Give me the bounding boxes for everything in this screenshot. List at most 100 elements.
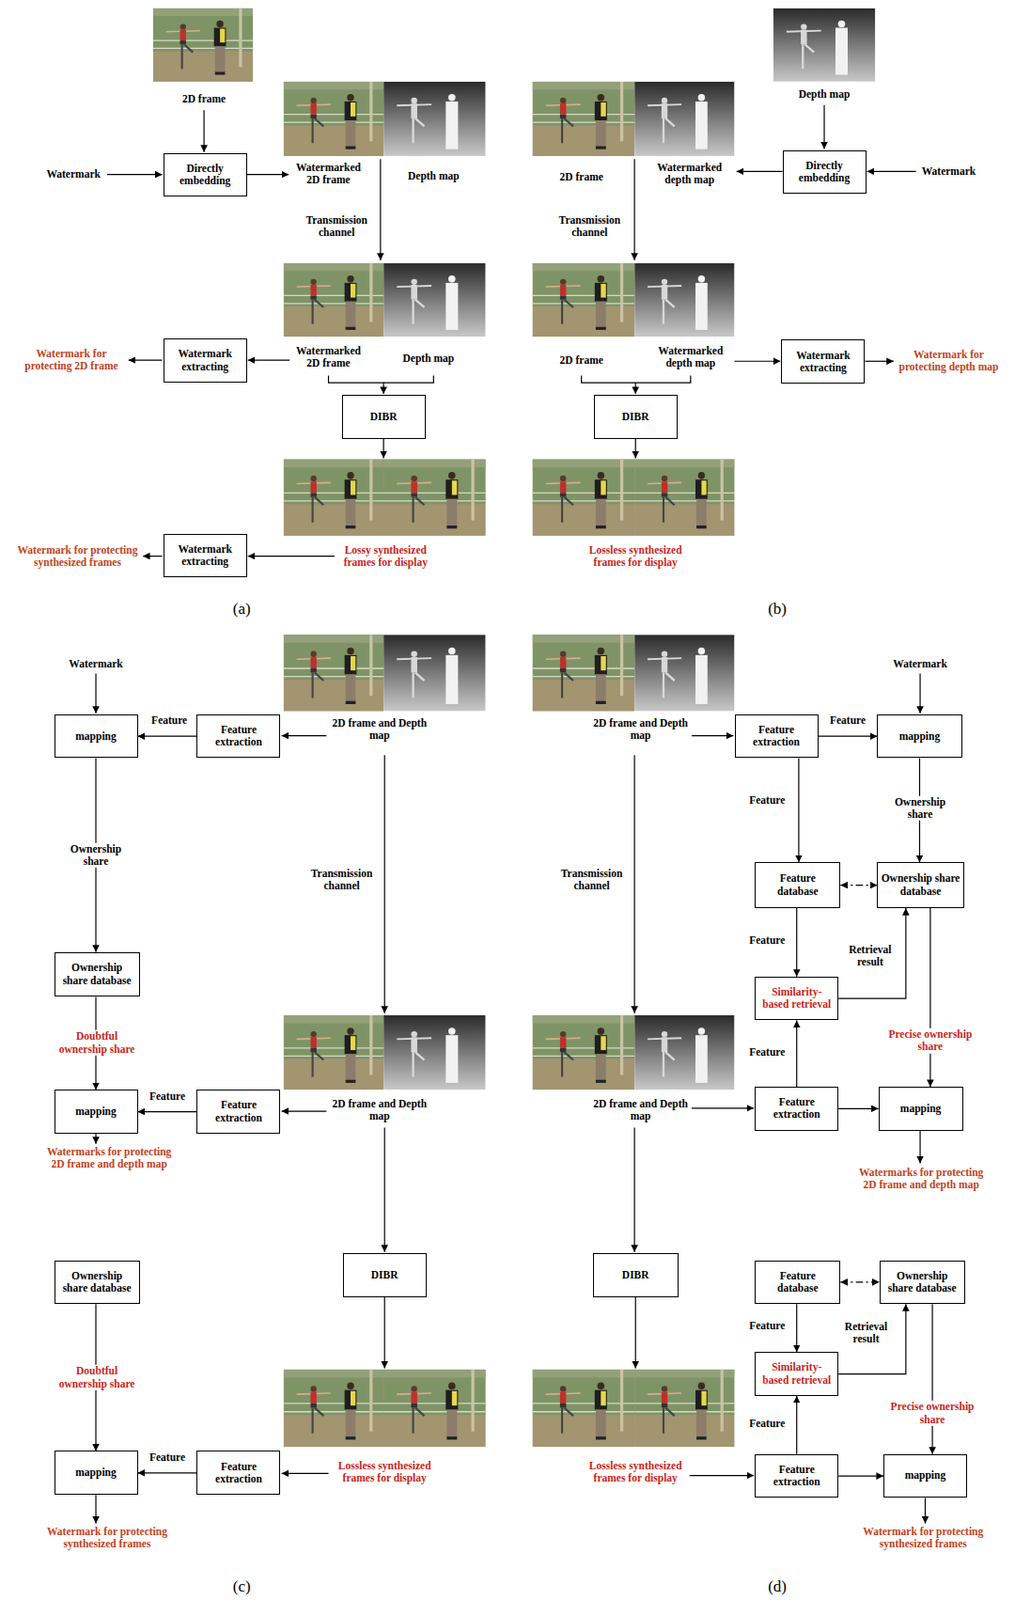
annotation-label: Watermark for protecting synthesized fra… bbox=[14, 543, 141, 568]
video-frame bbox=[532, 634, 636, 711]
depth-map-image bbox=[634, 634, 734, 711]
video-frame bbox=[634, 1369, 734, 1447]
box-text: Watermark extracting bbox=[167, 543, 244, 568]
edge-label: Feature bbox=[748, 1046, 786, 1060]
edge-label: Feature bbox=[748, 1418, 786, 1431]
box-text: Feature extraction bbox=[200, 723, 277, 749]
depth-map-image bbox=[383, 263, 486, 337]
box-text: DIBR bbox=[346, 1268, 423, 1281]
annotation-label: Transmission channel bbox=[300, 214, 373, 239]
annotation-label: Depth map bbox=[407, 170, 460, 183]
annotation-label: 2D frame bbox=[560, 355, 604, 368]
edge-label: Retrieval result bbox=[841, 943, 900, 969]
flow-arrow bbox=[384, 754, 386, 1014]
edge-label: Feature bbox=[748, 794, 786, 807]
process-box: DIBR bbox=[593, 394, 678, 439]
flow-arrow bbox=[281, 1472, 329, 1474]
box-text: Directly embedding bbox=[786, 159, 863, 185]
process-box: Feature extraction bbox=[196, 1450, 281, 1495]
annotation-label: Watermark bbox=[892, 657, 947, 671]
panel-letter: (d) bbox=[767, 1577, 787, 1596]
annotation-label: Watermark bbox=[921, 166, 976, 179]
edge-label: Feature bbox=[748, 1319, 786, 1332]
arrow-connector bbox=[838, 907, 906, 999]
video-frame bbox=[383, 458, 486, 535]
process-box: DIBR bbox=[593, 1252, 679, 1297]
panel-letter: (b) bbox=[767, 599, 787, 619]
box-text: Feature extraction bbox=[200, 1460, 277, 1485]
video-frame bbox=[532, 81, 636, 157]
process-box: Feature database bbox=[754, 861, 841, 908]
flow-arrow bbox=[94, 1133, 96, 1144]
video-frame bbox=[153, 8, 253, 82]
box-text: Similarity-based retrieval bbox=[758, 985, 835, 1011]
flow-arrow bbox=[635, 382, 637, 394]
annotation-label: Watermark for protecting synthesized fra… bbox=[44, 1525, 172, 1550]
flow-arrow bbox=[691, 1107, 754, 1109]
box-text: mapping bbox=[880, 730, 958, 743]
annotation-label: 2D frame and Depth map bbox=[329, 1097, 429, 1123]
annotation-label: Watermark for protecting 2D frame bbox=[15, 347, 127, 373]
process-box: Similarity-based retrieval bbox=[754, 976, 839, 1021]
video-frame bbox=[283, 263, 384, 337]
flow-arrow bbox=[379, 158, 381, 260]
box-text: Similarity-based retrieval bbox=[758, 1360, 835, 1386]
arrow-connector bbox=[797, 757, 799, 862]
flow-arrow bbox=[919, 672, 921, 713]
panel-letter: (a) bbox=[233, 599, 251, 619]
depth-map-image bbox=[634, 1015, 734, 1090]
depth-map-image bbox=[634, 263, 734, 337]
box-text: Ownership share database bbox=[58, 961, 137, 986]
box-text: Watermark extracting bbox=[784, 349, 861, 375]
edge-label: Precise ownership share bbox=[880, 1028, 980, 1053]
box-text: Feature extraction bbox=[738, 723, 815, 749]
bracket bbox=[581, 374, 691, 383]
process-box: Feature extraction bbox=[196, 714, 281, 759]
depth-map-image bbox=[383, 1015, 486, 1090]
process-box: Watermark extracting bbox=[780, 339, 865, 384]
box-text: mapping bbox=[882, 1102, 960, 1115]
box-text: Directly embedding bbox=[167, 162, 244, 188]
annotation-label: Lossless synthesized frames for display bbox=[587, 1459, 685, 1484]
edge-label: Ownership share bbox=[59, 842, 133, 867]
flow-arrow bbox=[203, 109, 204, 153]
process-box: mapping bbox=[54, 714, 139, 759]
flow-arrow bbox=[736, 171, 783, 172]
arrow-connector bbox=[838, 1474, 884, 1476]
edge-label: Doubtful ownership share bbox=[50, 1364, 143, 1390]
depth-map-image bbox=[773, 8, 876, 82]
annotation-label: Depth map bbox=[403, 352, 455, 365]
flow-arrow bbox=[384, 1296, 386, 1369]
bracket bbox=[328, 374, 435, 383]
edge-label: Feature bbox=[148, 1090, 187, 1103]
video-frame bbox=[383, 1369, 486, 1447]
annotation-label: Lossless synthesized frames for display bbox=[587, 543, 685, 568]
process-box: Feature extraction bbox=[734, 714, 819, 759]
video-frame bbox=[634, 458, 734, 535]
annotation-label: Watermarked 2D frame bbox=[291, 344, 365, 370]
arrow-connector bbox=[840, 884, 877, 886]
arrow-connector bbox=[817, 735, 877, 737]
annotation-label: Watermarked depth map bbox=[654, 344, 728, 370]
process-box: mapping bbox=[54, 1089, 139, 1134]
edge-label: Feature bbox=[148, 1451, 187, 1464]
flow-arrow bbox=[384, 1126, 386, 1251]
arrow-connector bbox=[138, 735, 198, 737]
arrow-connector bbox=[840, 1280, 879, 1282]
arrow-connector bbox=[796, 907, 797, 977]
process-box: Feature extraction bbox=[754, 1086, 839, 1131]
edge-label: Feature bbox=[828, 715, 867, 728]
edge-label: Precise ownership share bbox=[883, 1400, 983, 1425]
box-text: Feature database bbox=[758, 1269, 837, 1295]
process-box: mapping bbox=[883, 1453, 968, 1499]
box-text: Feature database bbox=[758, 872, 837, 897]
annotation-label: Transmission channel bbox=[556, 866, 628, 891]
depth-map-image bbox=[383, 81, 486, 157]
process-box: Ownership share database bbox=[876, 861, 964, 908]
arrow-connector bbox=[929, 907, 931, 1087]
flow-arrow bbox=[248, 359, 291, 361]
arrow-connector bbox=[838, 1108, 878, 1109]
box-text: Feature extraction bbox=[200, 1098, 277, 1124]
annotation-label: Watermarks for protecting 2D frame and d… bbox=[855, 1165, 987, 1190]
